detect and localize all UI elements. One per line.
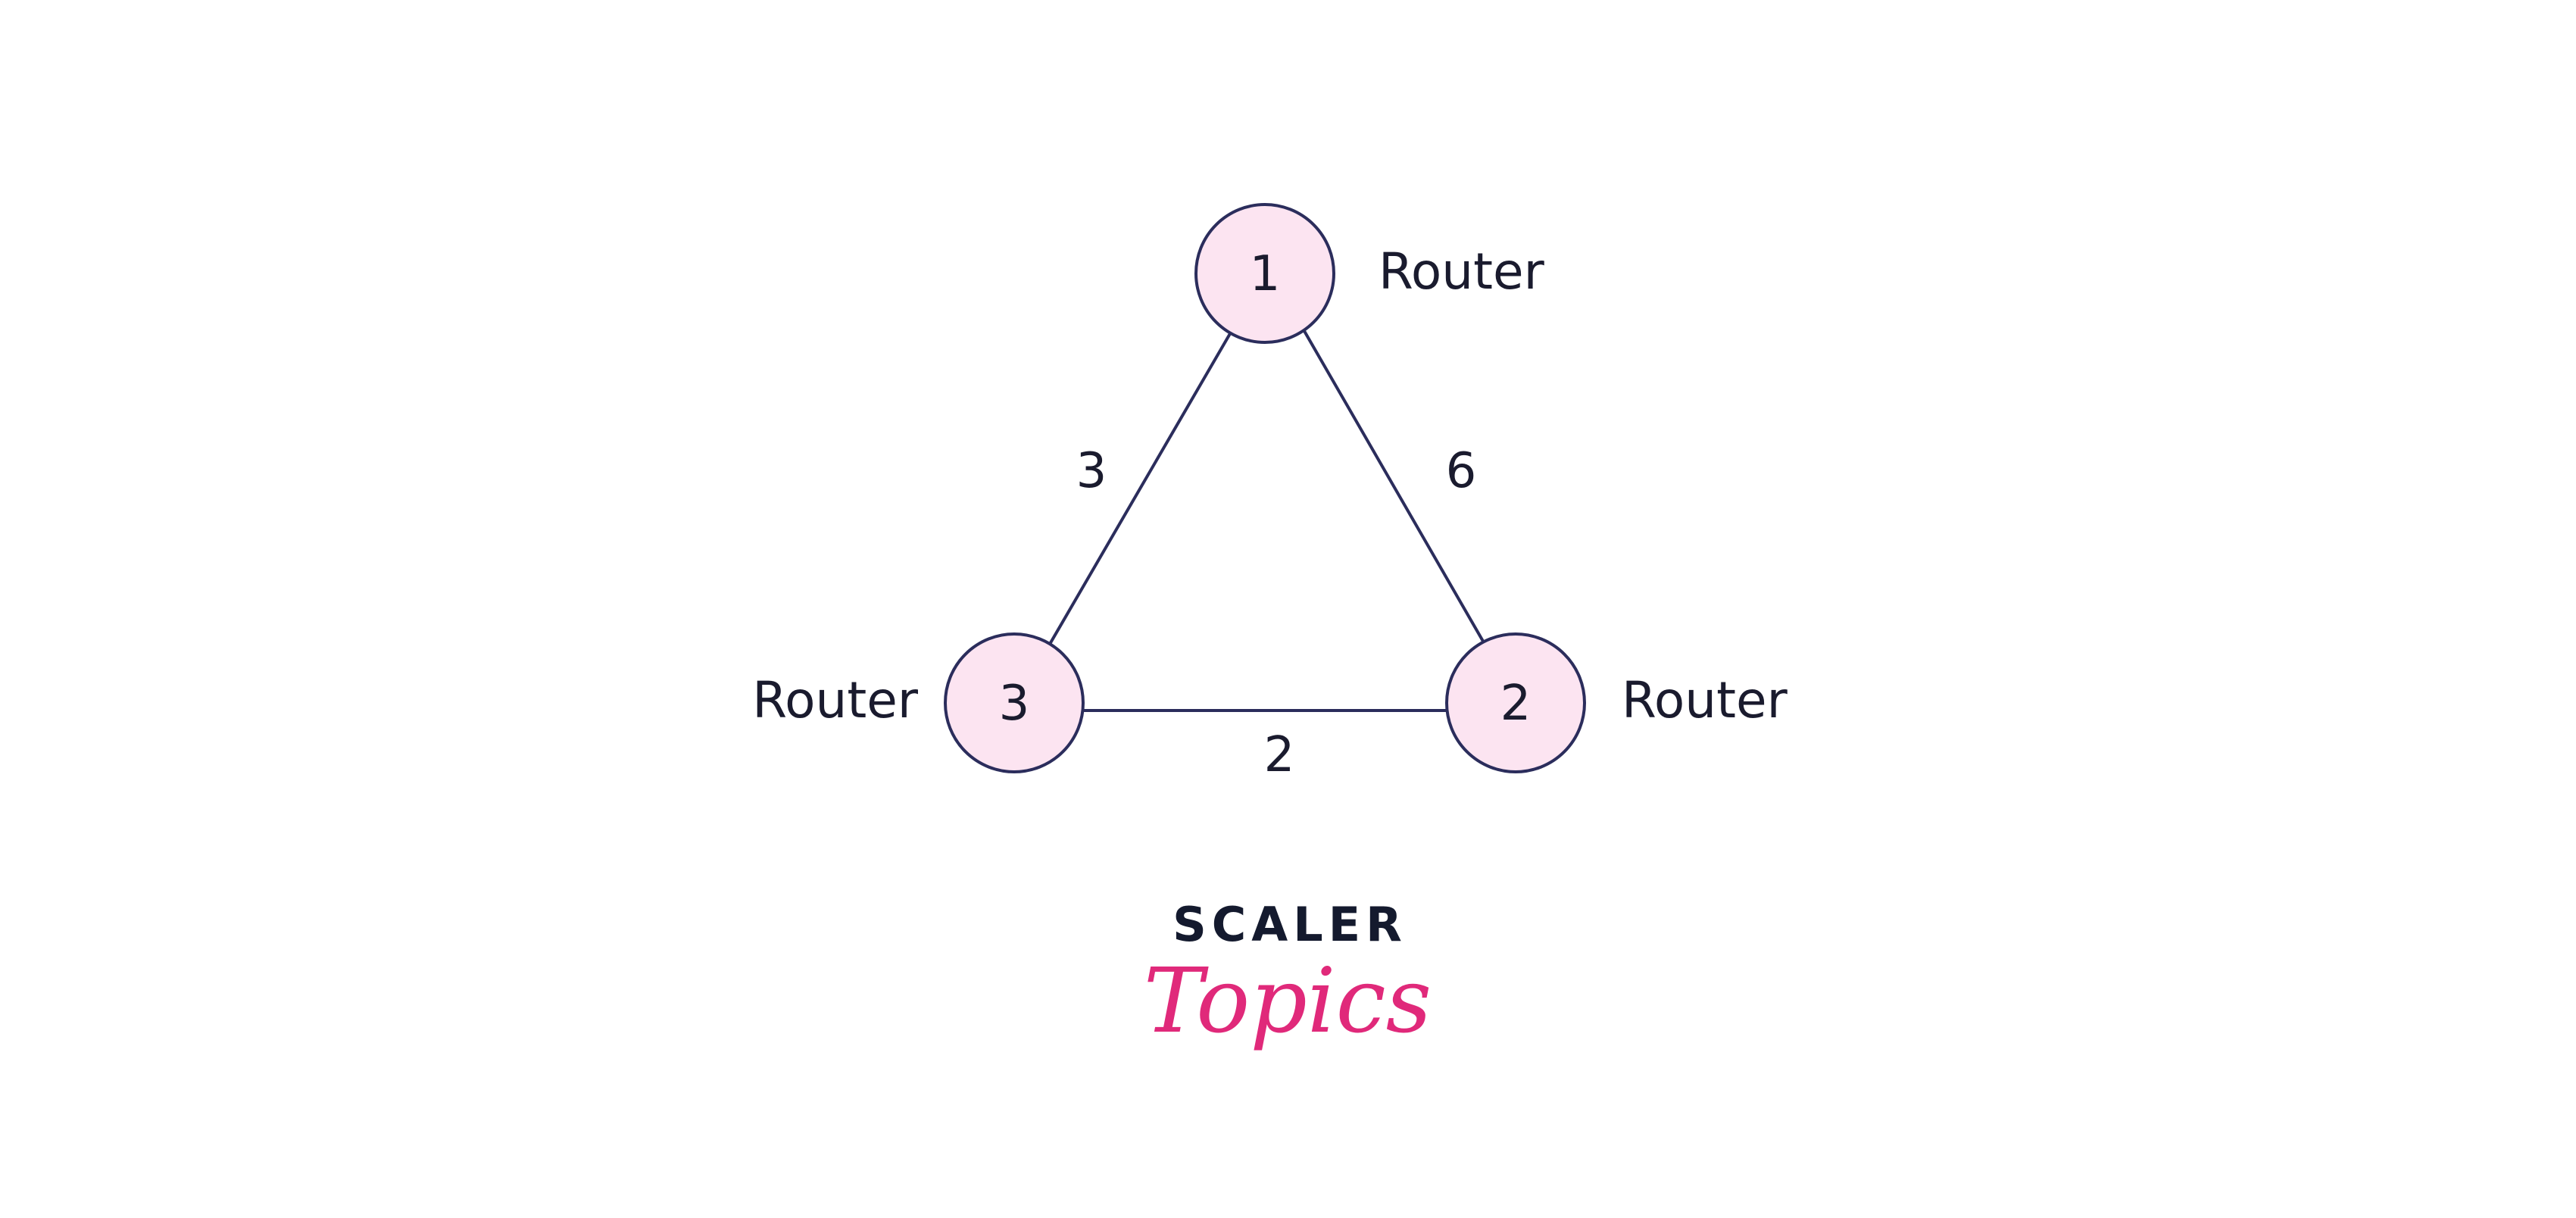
edge-weight-1-2: 6: [1446, 443, 1477, 499]
node-circle: [944, 632, 1085, 773]
router-node-2: 2: [1445, 632, 1586, 773]
router-label-2: Router: [1622, 671, 1788, 729]
node-circle: [1194, 203, 1335, 344]
nodes: 1 2 3: [944, 203, 1586, 773]
router-label-3: Router: [752, 671, 919, 729]
node-label: 3: [999, 676, 1030, 732]
edge-weights: 3 6 2: [1076, 443, 1477, 783]
edge-weight-3-2: 2: [1264, 727, 1295, 783]
logo-word: SCALER: [1172, 897, 1407, 952]
router-label-1: Router: [1379, 242, 1545, 301]
logo-script: Topics: [1144, 948, 1432, 1053]
node-label: 2: [1500, 676, 1532, 732]
edge-weight-1-3: 3: [1076, 443, 1107, 499]
edge-1-2: [1303, 330, 1486, 645]
edge-1-3: [1048, 329, 1233, 647]
router-node-1: 1: [1194, 203, 1335, 344]
node-circle: [1445, 632, 1586, 773]
router-labels: Router Router Router: [752, 242, 1788, 729]
edges: [1048, 329, 1486, 712]
node-label: 1: [1250, 246, 1281, 302]
router-node-3: 3: [944, 632, 1085, 773]
scaler-topics-logo: SCALER Topics: [1144, 897, 1432, 1053]
